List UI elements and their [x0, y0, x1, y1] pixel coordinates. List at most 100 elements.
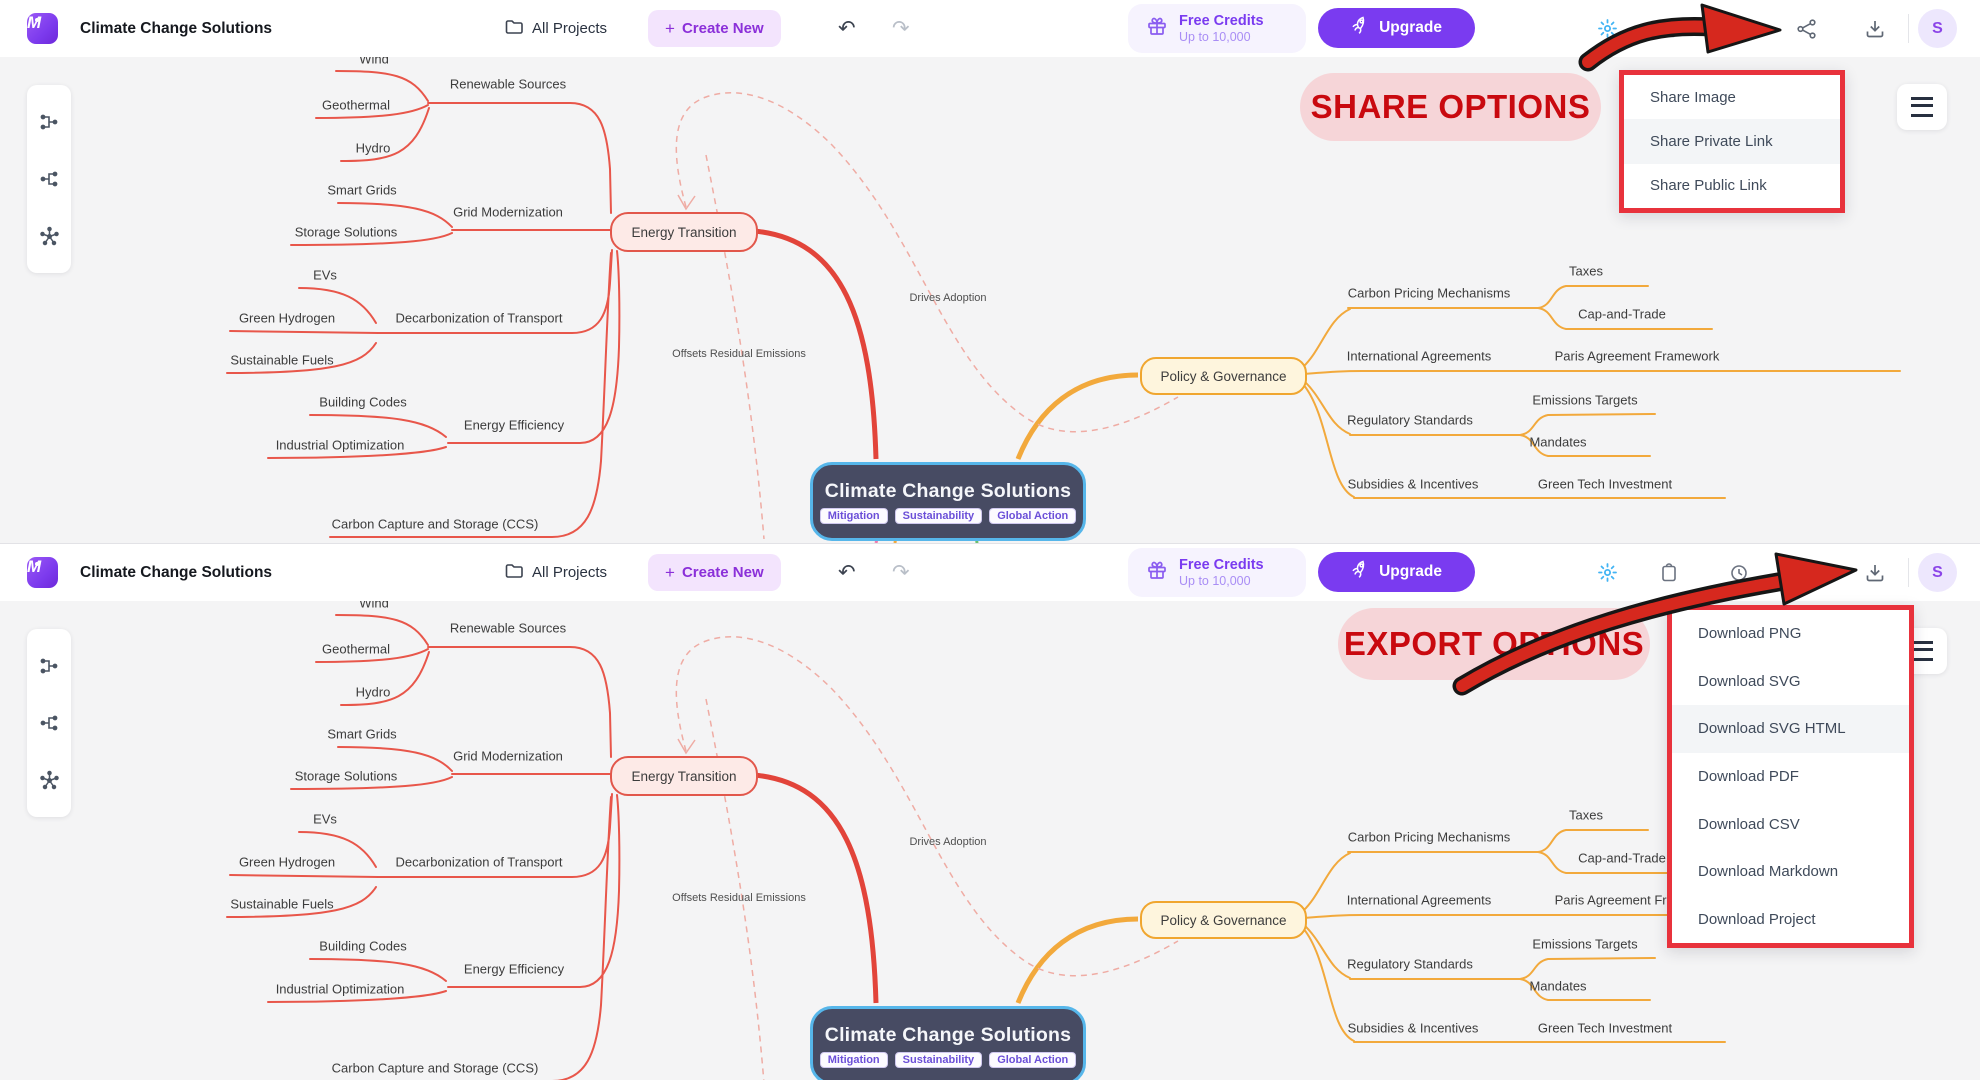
clipboard-icon[interactable] [1656, 0, 1682, 57]
export-menu-item[interactable]: Download PDF [1672, 752, 1909, 801]
node-energy-transition[interactable]: Energy Transition [610, 756, 758, 796]
mindmap-node-label[interactable]: Carbon Pricing Mechanisms [1347, 829, 1511, 845]
mindmap-node-label[interactable]: International Agreements [1346, 348, 1492, 364]
mindmap-node-label[interactable]: Taxes [1569, 807, 1603, 823]
mindmap-node-label[interactable]: Building Codes [319, 938, 407, 954]
mindmap-node-label[interactable]: Energy Efficiency [463, 417, 565, 433]
mindmap-node-label[interactable]: Smart Grids [327, 182, 397, 198]
user-avatar[interactable]: S [1918, 9, 1957, 48]
mindmap-node-label[interactable]: Decarbonization of Transport [395, 854, 563, 870]
create-new-button[interactable]: + Create New [648, 10, 781, 47]
mindmap-node-label[interactable]: Regulatory Standards [1347, 956, 1473, 972]
export-menu-item[interactable]: Download CSV [1672, 800, 1909, 848]
share-menu-item[interactable]: Share Public Link [1624, 163, 1840, 208]
mindmap-node-label[interactable]: Building Codes [319, 394, 407, 410]
all-projects-button[interactable]: All Projects [505, 544, 607, 601]
mindmap-node-label[interactable]: Wind [359, 601, 389, 611]
clipboard-icon[interactable] [1656, 544, 1682, 601]
mindmap-node-label[interactable]: Subsidies & Incentives [1347, 1020, 1479, 1036]
mindmap-node-label[interactable]: Smart Grids [327, 726, 397, 742]
mindmap-node-label[interactable]: Industrial Optimization [275, 437, 405, 453]
mindmap-node-label[interactable]: Grid Modernization [453, 748, 563, 764]
export-menu-item[interactable]: Download SVG [1672, 657, 1909, 706]
mindmap-node-label[interactable]: Sustainable Fuels [230, 352, 334, 368]
mindmap-node-label[interactable]: Subsidies & Incentives [1347, 476, 1479, 492]
mindmap-node-label[interactable]: Storage Solutions [294, 768, 398, 784]
mindmap-node-label[interactable]: EVs [313, 811, 337, 827]
mindmap-node-label[interactable]: Carbon Pricing Mechanisms [1347, 285, 1511, 301]
mindmap-node-label[interactable]: EVs [313, 267, 337, 283]
redo-button[interactable]: ↷ [892, 17, 910, 40]
mindmap-node-label[interactable]: Grid Modernization [453, 204, 563, 220]
export-menu-item[interactable]: Download Project [1672, 895, 1909, 944]
mindmap-node-label[interactable]: Cap-and-Trade [1578, 850, 1666, 866]
mindmap-node-label[interactable]: Industrial Optimization [275, 981, 405, 997]
ai-sparkle-icon[interactable] [1594, 544, 1620, 601]
user-avatar[interactable]: S [1918, 553, 1957, 592]
mindmap-node-label[interactable]: Mandates [1529, 434, 1587, 450]
mindmap-node-label[interactable]: Carbon Capture and Storage (CCS) [331, 1060, 539, 1076]
upgrade-button[interactable]: Upgrade [1318, 552, 1475, 592]
free-credits-button[interactable]: Free Credits Up to 10,000 [1128, 4, 1306, 53]
app-header: M Climate Change Solutions All Projects … [0, 544, 1980, 601]
all-projects-button[interactable]: All Projects [505, 0, 607, 57]
mindmap-node-label[interactable]: Renewable Sources [449, 620, 567, 636]
mindmap-node-label[interactable]: International Agreements [1346, 892, 1492, 908]
mindmap-node-label[interactable]: Wind [359, 57, 389, 67]
node-policy-governance[interactable]: Policy & Governance [1140, 357, 1307, 395]
layout-radial-icon[interactable] [36, 223, 62, 249]
undo-button[interactable]: ↶ [838, 17, 856, 40]
mindmap-node-label[interactable]: Green Hydrogen [238, 310, 336, 326]
mindmap-node-label[interactable]: Geothermal [322, 97, 390, 113]
share-icon[interactable] [1794, 0, 1820, 57]
app-logo[interactable]: M [27, 557, 58, 588]
create-new-button[interactable]: + Create New [648, 554, 781, 591]
ai-sparkle-icon[interactable] [1594, 0, 1620, 57]
mindmap-node-label[interactable]: Renewable Sources [449, 76, 567, 92]
download-icon[interactable] [1862, 0, 1888, 57]
export-menu-item[interactable]: Download PNG [1672, 610, 1909, 658]
upgrade-button[interactable]: Upgrade [1318, 8, 1475, 48]
mindmap-node-label[interactable]: Geothermal [322, 641, 390, 657]
mindmap-node-label[interactable]: Green Hydrogen [238, 854, 336, 870]
export-menu-item[interactable]: Download SVG HTML [1672, 705, 1909, 753]
download-icon[interactable] [1862, 544, 1888, 601]
layout-mindmap-icon[interactable] [36, 710, 62, 736]
node-policy-governance[interactable]: Policy & Governance [1140, 901, 1307, 939]
folder-icon [505, 563, 524, 583]
history-icon[interactable] [1726, 0, 1752, 57]
mindmap-node-label[interactable]: Regulatory Standards [1347, 412, 1473, 428]
node-energy-transition[interactable]: Energy Transition [610, 212, 758, 252]
redo-button[interactable]: ↷ [892, 561, 910, 584]
mindmap-node-label[interactable]: Taxes [1569, 263, 1603, 279]
free-credits-button[interactable]: Free Credits Up to 10,000 [1128, 548, 1306, 597]
share-menu-item[interactable]: Share Private Link [1624, 119, 1840, 164]
layout-tree-right-icon[interactable] [36, 109, 62, 135]
mindmap-node-label[interactable]: Energy Efficiency [463, 961, 565, 977]
mindmap-node-label[interactable]: Green Tech Investment [1537, 476, 1673, 492]
share-icon[interactable] [1794, 544, 1820, 601]
history-icon[interactable] [1726, 544, 1752, 601]
layout-radial-icon[interactable] [36, 767, 62, 793]
mindmap-node-label[interactable]: Paris Agreement Framework [1554, 348, 1720, 364]
mindmap-node-label[interactable]: Storage Solutions [294, 224, 398, 240]
mindmap-node-label[interactable]: Green Tech Investment [1537, 1020, 1673, 1036]
mindmap-node-label[interactable]: Hydro [355, 140, 391, 156]
mindmap-node-label[interactable]: Carbon Capture and Storage (CCS) [331, 516, 539, 532]
share-menu-item[interactable]: Share Image [1624, 75, 1840, 120]
layout-mindmap-icon[interactable] [36, 166, 62, 192]
mindmap-node-label[interactable]: Hydro [355, 684, 391, 700]
mindmap-node-label[interactable]: Decarbonization of Transport [395, 310, 563, 326]
mindmap-node-label[interactable]: Cap-and-Trade [1578, 306, 1666, 322]
undo-button[interactable]: ↶ [838, 561, 856, 584]
layout-tree-right-icon[interactable] [36, 653, 62, 679]
mindmap-node-label[interactable]: Sustainable Fuels [230, 896, 334, 912]
mindmap-node-label[interactable]: Mandates [1529, 978, 1587, 994]
app-logo[interactable]: M [27, 13, 58, 44]
map-menu-button[interactable] [1897, 84, 1947, 130]
mindmap-node-label[interactable]: Emissions Targets [1532, 392, 1638, 408]
export-menu-item[interactable]: Download Markdown [1672, 847, 1909, 896]
mindmap-node-label[interactable]: Emissions Targets [1532, 936, 1638, 952]
